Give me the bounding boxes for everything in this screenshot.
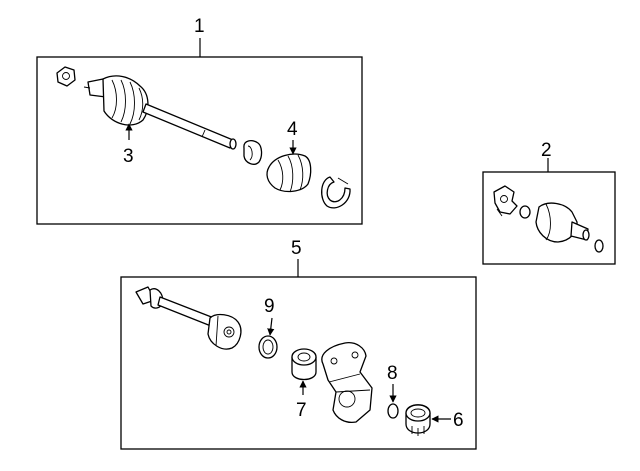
callout-8-label: 8 (387, 363, 398, 384)
callout-7-label: 7 (296, 400, 307, 421)
outer-cv-joint-part (83, 75, 149, 126)
callout-9-arrow (267, 317, 275, 336)
callout-1-label: 1 (194, 16, 205, 37)
callout-5-label: 5 (291, 238, 302, 259)
bearing-ring-part (258, 335, 278, 359)
support-bracket-part (321, 342, 373, 424)
o-ring-part (594, 239, 604, 253)
callout-3-label: 3 (123, 146, 134, 167)
callout-6-label: 6 (453, 410, 464, 431)
lock-nut-part (405, 404, 431, 436)
joint-housing-part (535, 202, 590, 243)
callout-2-label: 2 (541, 140, 552, 161)
snap-clip-part (387, 403, 399, 419)
group-2-box (482, 171, 616, 265)
group-1-axle-assembly: 3 (36, 38, 363, 225)
intermediate-shaft-part (135, 286, 242, 350)
group-2-inner-joint (482, 158, 616, 265)
bearing-part (291, 348, 317, 381)
group-1-box (36, 56, 363, 225)
inner-boot-part (266, 153, 312, 193)
boot-clamp-large-part (321, 176, 351, 209)
boot-clamp-small-part (243, 140, 263, 165)
callout-9-label: 9 (264, 296, 275, 317)
tripod-part (493, 185, 518, 217)
hub-nut-part (56, 66, 76, 87)
group-5-intermediate-shaft: 9 7 8 6 (120, 259, 477, 450)
snap-ring-part (519, 205, 531, 219)
callout-4-label: 4 (287, 119, 298, 140)
axle-shaft-part (142, 103, 237, 150)
